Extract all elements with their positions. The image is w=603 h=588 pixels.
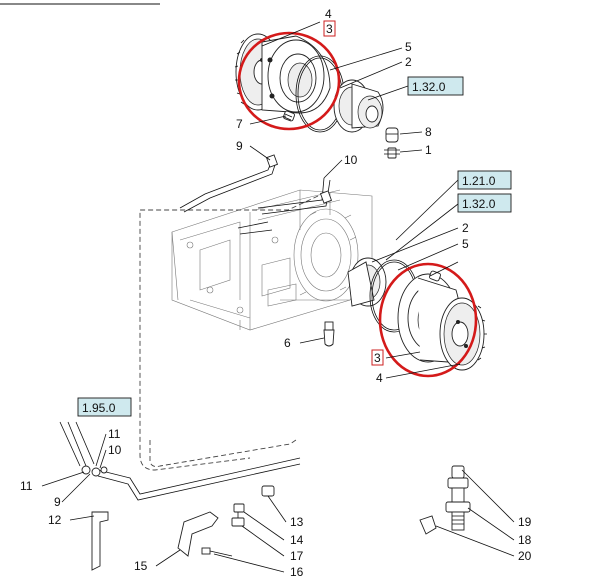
part-number-8: 8 (425, 125, 432, 139)
ref-label-132-mid: 1.32.0 (462, 197, 496, 211)
fitting-stack-18-19-20 (419, 465, 471, 535)
part-number-1: 1 (425, 143, 432, 157)
highlight-circle-top (237, 31, 341, 131)
part-number-19: 19 (518, 515, 532, 529)
part-number-9-top: 9 (236, 139, 243, 153)
ref-box-132-top (407, 76, 464, 96)
part-number-15: 15 (134, 559, 148, 573)
ref-box-121 (457, 170, 512, 190)
part-number-14: 14 (290, 533, 304, 547)
part-number-10-top: 10 (344, 153, 358, 167)
cap-and-fitting (384, 127, 400, 159)
hose-route-dashed-2 (149, 439, 297, 467)
hydraulic-pipe-top (179, 154, 333, 235)
part-number-2-mid: 2 (462, 221, 469, 235)
bracket-12 (91, 511, 109, 571)
sensor-6 (323, 321, 335, 347)
part-number-12: 12 (48, 513, 62, 527)
part-number-3-bottom: 3 (374, 351, 381, 365)
ref-box-3-bottom (371, 349, 384, 366)
ref-label-195: 1.95.0 (82, 401, 116, 415)
part-number-5-top: 5 (405, 40, 412, 54)
part-number-5-mid: 5 (462, 237, 469, 251)
part-number-2-top: 2 (405, 55, 412, 69)
transmission-housing (171, 189, 373, 331)
part-number-4-top: 4 (325, 7, 332, 21)
part-number-10-left: 10 (108, 443, 122, 457)
leader-lines (41, 21, 515, 573)
clip-13 (261, 485, 275, 497)
ref-box-132-mid (457, 193, 512, 213)
ref-box-3-top (323, 20, 336, 37)
part-number-17: 17 (290, 549, 304, 563)
bolt-16 (201, 547, 233, 557)
ref-box-195 (77, 397, 132, 417)
bracket-15 (177, 511, 219, 557)
part-number-18: 18 (518, 533, 532, 547)
part-number-3-top: 3 (326, 22, 333, 36)
part-number-6: 6 (284, 336, 291, 350)
ref-label-121: 1.21.0 (462, 174, 496, 188)
part-number-4-bottom: 4 (376, 371, 383, 385)
right-brake-assembly (347, 257, 487, 371)
part-number-11: 11 (108, 427, 121, 441)
part-number-20: 20 (518, 549, 532, 563)
ref-label-132-top: 1.32.0 (412, 80, 446, 94)
part-number-11-left: 11 (20, 479, 33, 493)
part-number-7: 7 (236, 117, 243, 131)
highlight-circle-right (378, 262, 478, 378)
part-number-16: 16 (290, 565, 304, 579)
clip-14-17 (231, 503, 245, 527)
part-number-13: 13 (290, 515, 304, 529)
part-number-9-left: 9 (54, 495, 61, 509)
hose-route-dashed (139, 195, 319, 471)
